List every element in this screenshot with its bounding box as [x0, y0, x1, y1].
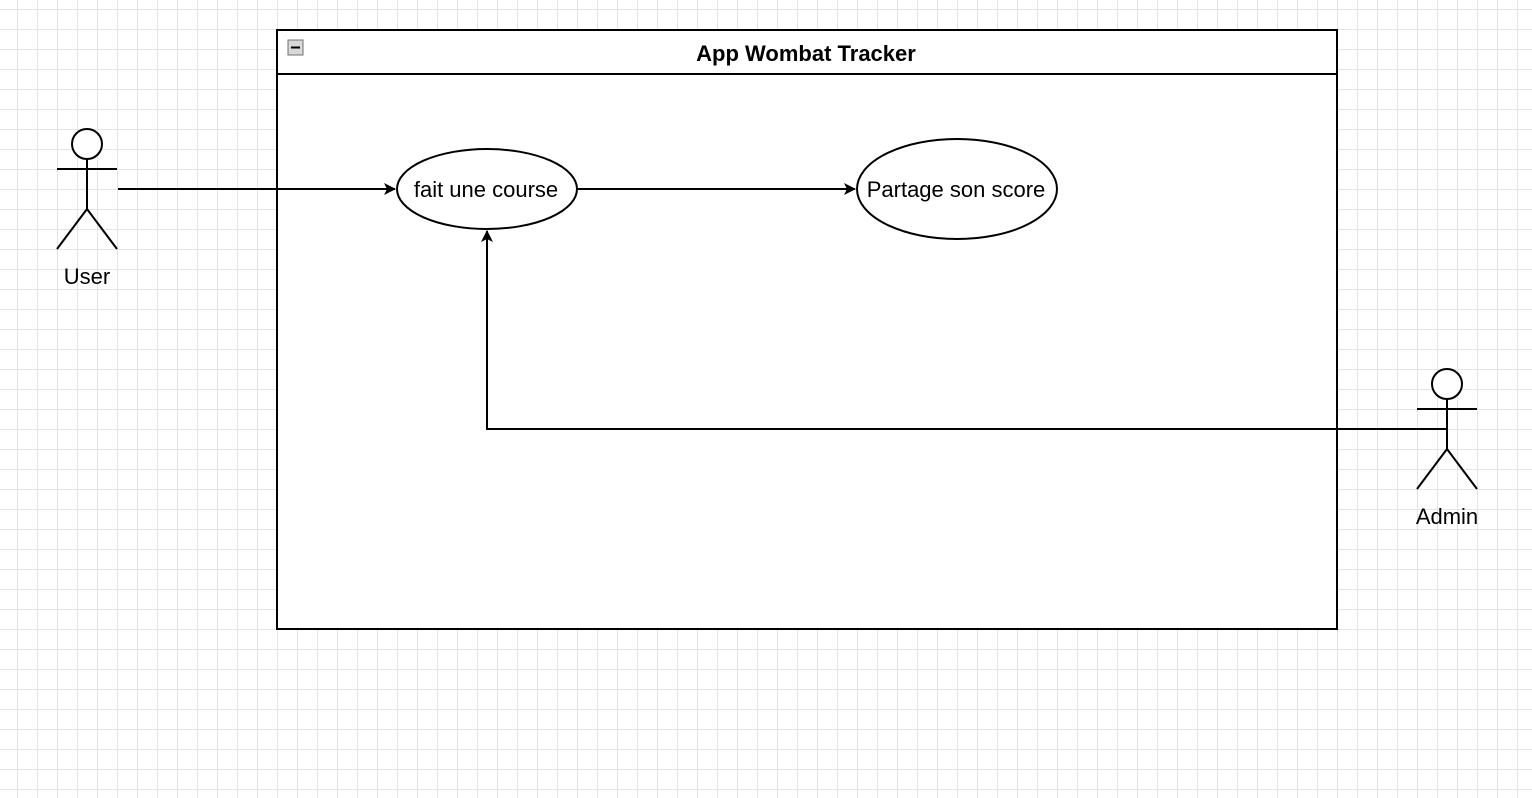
- actor-user[interactable]: User: [56, 128, 118, 289]
- actor-label: Admin: [1416, 504, 1478, 529]
- use-case-partage-son-score[interactable]: Partage son score: [856, 138, 1058, 240]
- system-title: App Wombat Tracker: [696, 41, 916, 66]
- use-case-fait-une-course[interactable]: fait une course: [396, 148, 578, 230]
- minus-icon[interactable]: [287, 39, 304, 56]
- stick-figure-icon: [1416, 368, 1478, 490]
- use-case-label: fait une course: [414, 177, 558, 202]
- system-boundary[interactable]: App Wombat Tracker: [276, 29, 1338, 630]
- actor-admin[interactable]: Admin: [1416, 368, 1478, 529]
- edge-admin-to-course[interactable]: [481, 230, 1447, 430]
- use-case-ellipse: [856, 138, 1058, 240]
- actor-label: User: [64, 264, 110, 289]
- use-case-label: Partage son score: [867, 177, 1046, 202]
- stick-figure-icon: [56, 128, 118, 250]
- system-boundary-frame: [276, 29, 1338, 630]
- use-case-ellipse: [396, 148, 578, 230]
